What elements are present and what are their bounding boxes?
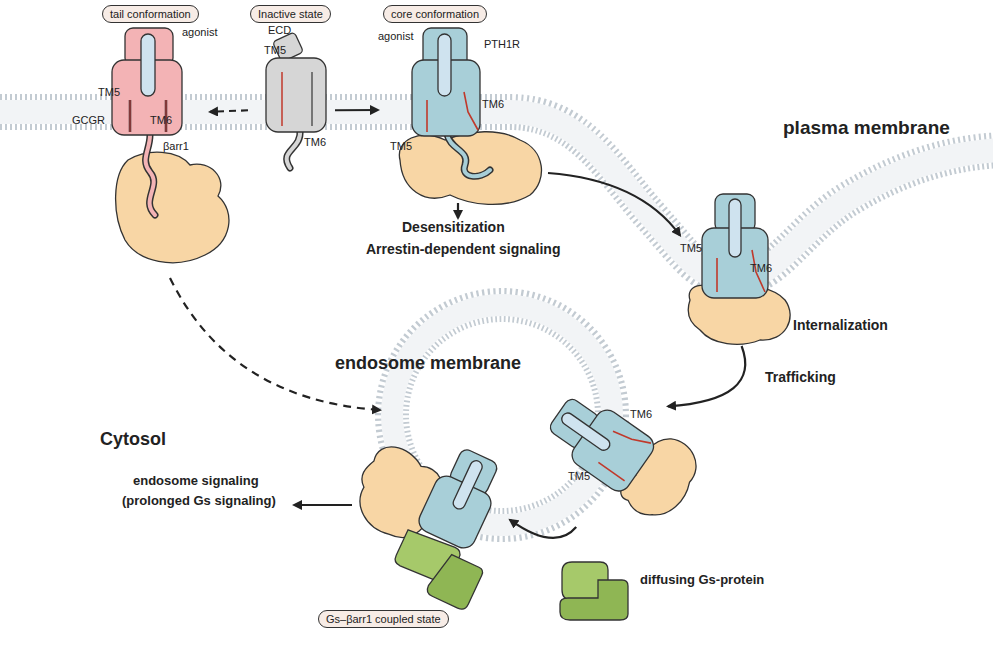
state-pill: Inactive state: [250, 5, 331, 23]
text-label: diffusing Gs-protein: [640, 573, 764, 587]
endosome-complex: [538, 375, 709, 529]
text-label: plasma membrane: [783, 118, 950, 139]
part-label: TM6: [630, 408, 652, 420]
text-label: endosome membrane: [335, 354, 521, 374]
arrow: [457, 203, 459, 218]
receptor-state: TM5TM6: [680, 188, 792, 346]
text-label: Internalization: [793, 318, 888, 333]
part-label: TM5: [264, 44, 286, 56]
receptor-tail-outline: [146, 135, 155, 215]
receptor-state: core conformation agonistPTH1R TM5 TM6: [378, 3, 548, 203]
part-label: βarr1: [163, 140, 189, 152]
receptor-state: Gs–βarr1 coupled state: [315, 445, 510, 632]
part-label: TM6: [750, 262, 772, 274]
part-label: TM6: [482, 98, 504, 110]
part-label: agonist: [378, 30, 413, 42]
state-pill: core conformation: [383, 5, 487, 23]
text-label: endosome signaling: [133, 474, 259, 488]
receptor-tail: [287, 130, 300, 168]
arrestin: [399, 132, 541, 205]
part-label: GCGR: [72, 114, 105, 126]
arrow-connector: [548, 173, 680, 235]
receptor-tail-outline: [447, 134, 490, 176]
membrane-core: [0, 112, 993, 280]
receptor-tail: [447, 134, 490, 176]
helix: [130, 100, 131, 132]
diffusing-gs: [560, 562, 628, 620]
text-label: Arrestin-dependent signaling: [366, 242, 560, 257]
receptor-tail-outline: [287, 130, 300, 168]
g-protein: [560, 580, 628, 620]
part-label: TM5: [390, 140, 412, 152]
state-pill: Gs–βarr1 coupled state: [318, 610, 449, 628]
part-label: TM6: [304, 136, 326, 148]
agonist: [729, 199, 741, 257]
tmd: [567, 405, 658, 495]
plasma-membrane: [0, 112, 993, 280]
helix: [598, 462, 624, 480]
part-label: agonist: [182, 26, 217, 38]
helix: [129, 100, 132, 132]
agonist: [559, 411, 612, 453]
receptor-state: tail conformationagonistTM5GCGRTM6βarr1: [70, 3, 210, 275]
part-label: PTH1R: [484, 38, 520, 50]
arrow-connector: [668, 346, 745, 406]
helix: [281, 72, 283, 126]
agonist: [438, 34, 451, 96]
tmd: [266, 58, 326, 132]
part-label: TM5: [568, 470, 590, 482]
internalizing-complex: [688, 194, 790, 344]
edge-label: Trafficking: [765, 370, 836, 385]
core-complex: [399, 28, 541, 204]
receptor-state: Inactive stateECD TM5TM6: [248, 3, 335, 168]
arrestin: [116, 152, 229, 262]
dashed-arrow: [170, 278, 380, 410]
part-label: ECD: [268, 24, 291, 36]
part-label: TM5: [98, 86, 120, 98]
helix: [716, 258, 718, 292]
membrane-heads: [0, 112, 993, 280]
agonist: [141, 34, 155, 96]
agonist: [451, 459, 484, 511]
receptor-tail: [146, 135, 155, 215]
text-label: Cytosol: [100, 430, 166, 450]
arrow-connector: [335, 109, 378, 111]
arrow-connector: [510, 520, 576, 538]
part-label: TM6: [150, 114, 172, 126]
arrow-connector: [210, 110, 248, 112]
helix: [311, 72, 313, 126]
coupled-complex: [328, 414, 527, 612]
g-protein: [425, 551, 484, 611]
helix: [426, 100, 428, 132]
tail-complex: [112, 28, 229, 263]
helix: [613, 421, 651, 453]
text-label: Desensitization: [402, 220, 505, 235]
part-label: TM5: [680, 242, 702, 254]
receptor-state: TM5 TM6: [560, 385, 668, 527]
state-pill: tail conformation: [102, 5, 199, 23]
text-label: (prolonged Gs signaling): [122, 494, 276, 508]
helix: [464, 92, 478, 130]
arrow: [294, 504, 352, 506]
